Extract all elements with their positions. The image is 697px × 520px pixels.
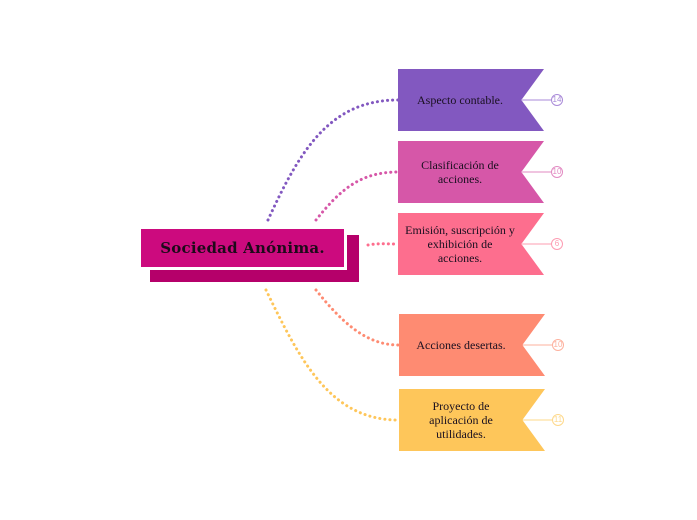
topic-label: Proyecto de aplicación de utilidades. xyxy=(429,399,493,441)
topic-aspecto-contable[interactable]: Aspecto contable. xyxy=(398,69,544,131)
topic-acciones-desertas[interactable]: Acciones desertas. xyxy=(399,314,545,376)
subtopic-count-badge[interactable]: 10 xyxy=(552,339,564,351)
subtopic-count-badge[interactable]: 10 xyxy=(551,166,563,178)
topic-label: Acciones desertas. xyxy=(416,338,506,352)
central-topic-title: Sociedad Anónima. xyxy=(160,239,325,257)
topic-label: Clasificación de acciones. xyxy=(421,158,499,186)
subtopic-count-badge[interactable]: 11 xyxy=(552,414,564,426)
subtopic-count-badge[interactable]: 6 xyxy=(551,238,563,250)
topic-clasificacion-acciones[interactable]: Clasificación de acciones. xyxy=(398,141,544,203)
connector-proyecto xyxy=(264,288,400,422)
connector-acciones-desertas xyxy=(314,288,400,347)
topic-label: Emisión, suscripción y exhibición de acc… xyxy=(405,223,515,265)
topic-emision-suscripcion[interactable]: Emisión, suscripción y exhibición de acc… xyxy=(398,213,544,275)
topic-label: Aspecto contable. xyxy=(417,93,503,107)
connector-emision xyxy=(366,242,400,247)
central-topic[interactable]: Sociedad Anónima. xyxy=(138,226,347,270)
topic-proyecto-aplicacion[interactable]: Proyecto de aplicación de utilidades. xyxy=(399,389,545,451)
connector-clasificacion xyxy=(314,170,400,222)
subtopic-count-badge[interactable]: 14 xyxy=(551,94,563,106)
connector-aspecto-contable xyxy=(266,98,400,222)
